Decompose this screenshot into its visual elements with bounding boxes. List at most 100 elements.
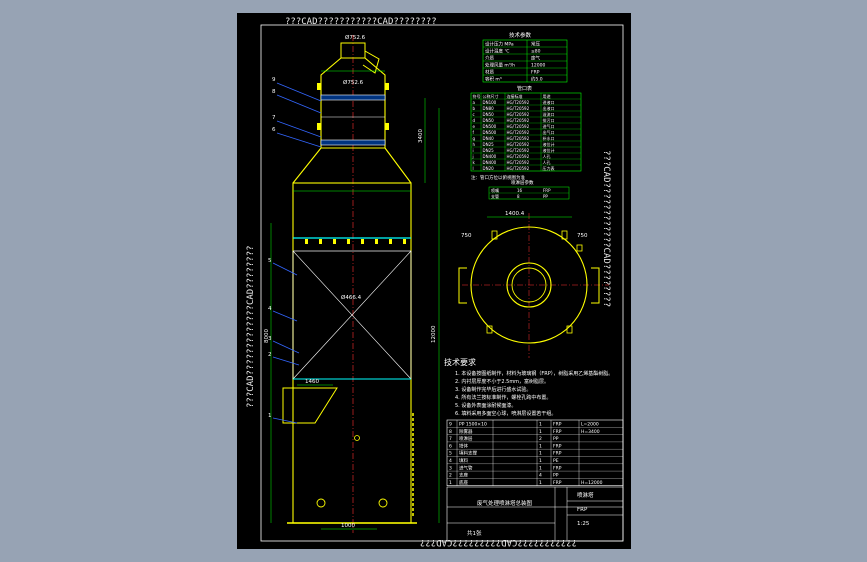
part-label-9: 9 <box>272 77 276 83</box>
nozzle-cell: HG/T20592 <box>507 154 530 159</box>
parts-cell: 2 <box>539 436 542 442</box>
part-label-5: 5 <box>268 258 272 264</box>
spray-cell: FRP <box>543 188 551 193</box>
parts-cell: 2 <box>449 473 452 479</box>
nozzle-cell: HG/T20592 <box>507 112 530 117</box>
tech-param-label: 处理风量 m³/h <box>485 62 515 69</box>
tech-param-value: FRP <box>531 70 540 76</box>
tower-elevation: Ø752.6 Ø752.6 Ø466.4 1460 1000 12000 800… <box>264 34 440 533</box>
title-scale: 1:25 <box>577 521 590 527</box>
nozzle-cell: HG/T20592 <box>507 142 530 147</box>
nozzle-header: 符号 <box>473 93 481 99</box>
parts-cell: 6 <box>449 443 452 449</box>
tech-param-value: 常压 <box>531 41 540 48</box>
dim-upper-diameter: Ø752.6 <box>343 79 364 86</box>
parts-cell: 塔体 <box>459 442 468 449</box>
parts-cell: 4 <box>539 473 542 479</box>
parts-cell: FRP <box>553 465 562 471</box>
nozzle-header: 连接标准 <box>507 93 523 99</box>
nozzle-cell: HG/T20592 <box>507 130 530 135</box>
part-label-3: 3 <box>268 336 272 342</box>
nozzle-cell: a <box>473 100 476 105</box>
nozzle-cell: i <box>473 148 474 153</box>
parts-cell: FRP <box>553 480 562 486</box>
note-line: 1. 本设备按图纸制作，材料为玻璃钢（FRP），树脂采用乙烯基酯树脂。 <box>455 370 613 377</box>
tech-param-label: 设计温度 ℃ <box>485 48 509 55</box>
nozzle-header: 公称尺寸 <box>483 93 499 99</box>
tech-table-title: 技术参数 <box>509 31 532 39</box>
nozzle-cell: DN100 <box>483 100 497 105</box>
nozzle-cell: HG/T20592 <box>507 124 530 129</box>
nozzle-cell: k <box>473 160 476 165</box>
dim-top-diameter: Ø752.6 <box>345 34 366 41</box>
parts-cell: 3 <box>449 465 452 471</box>
nozzle-cell: 排污口 <box>543 117 555 123</box>
nozzle-cell: DN50 <box>483 118 495 123</box>
tech-param-label: 介质 <box>485 55 494 62</box>
nozzle-cell: c <box>473 112 475 117</box>
parts-cell: 喷淋层 <box>459 435 473 442</box>
tech-param-value: 约5.0 <box>531 76 543 83</box>
note-line: 2. 内衬层厚度不小于2.5mm，富树脂层。 <box>455 378 549 385</box>
part-label-4: 4 <box>268 306 272 312</box>
spray-cell: 支管 <box>491 193 499 199</box>
parts-cell: PP 1500×10 <box>459 422 487 428</box>
nozzle-cell: DN25 <box>483 148 495 153</box>
parts-cell: PP <box>553 473 559 479</box>
inner-frame <box>260 24 624 542</box>
note-line: 6. 填料采用多面空心球，喷淋层设置若干组。 <box>455 410 556 417</box>
dim-height-mid: 8000 <box>264 329 270 343</box>
note-line: 3. 设备制作完毕后进行盛水试验。 <box>455 386 531 393</box>
nozzle-cell: 人孔 <box>543 153 551 159</box>
parts-cell: 1 <box>539 443 542 449</box>
part-label-8: 8 <box>272 89 276 95</box>
tech-param-label: 容积 m³ <box>485 76 502 83</box>
nozzle-cell: 液位计 <box>543 147 555 153</box>
nozzle-cell: HG/T20592 <box>507 160 530 165</box>
parts-cell: L=2000 <box>581 422 599 428</box>
parts-cell: 1 <box>539 458 542 464</box>
watermark-right: ???CAD????????????CAD???????? <box>601 150 611 307</box>
dim-height-total: 12000 <box>431 325 437 343</box>
title-drawing-name: 喷淋塔 <box>577 491 594 499</box>
nozzle-cell: HG/T20592 <box>507 148 530 153</box>
spray-cell: 16 <box>517 188 523 193</box>
nozzle-cell: HG/T20592 <box>507 106 530 111</box>
spray-cell: 喷嘴 <box>491 187 499 193</box>
title-material: FRP <box>577 507 588 513</box>
dim-plan-diameter: 1400.4 <box>505 211 525 217</box>
nozzle-header: 用途 <box>543 93 551 99</box>
watermark-top: ???CAD???????????CAD???????? <box>285 17 437 27</box>
parts-cell: 7 <box>449 436 452 442</box>
nozzle-cell: DN400 <box>483 160 497 165</box>
nozzle-cell: j <box>472 154 474 159</box>
parts-cell: 1 <box>449 480 452 486</box>
title-description: 废气处理喷淋塔总装图 <box>477 499 533 507</box>
dim-main-diameter: Ø466.4 <box>341 294 362 301</box>
nozzle-cell: DN400 <box>483 154 497 159</box>
watermark-bottom: ???????????CAD?????????CAD??? <box>420 537 577 547</box>
part-label-6: 6 <box>272 127 276 133</box>
nozzle-cell: 人孔 <box>543 159 551 165</box>
part-label-7: 7 <box>272 115 276 121</box>
note-line: 5. 设备外表面涂耐候面漆。 <box>455 402 516 409</box>
dim-height-upper: 3400 <box>418 129 424 143</box>
drawing-sheet: ???CAD???????????CAD???????? ???????????… <box>237 13 631 549</box>
spray-table-title: 喷淋层参数 <box>511 179 534 186</box>
tower-plan-view: 1400.4 750 750 <box>458 211 609 358</box>
nozzle-cell: DN25 <box>483 142 495 147</box>
parts-cell: H=3400 <box>581 429 600 435</box>
nozzle-cell: 进气口 <box>543 123 555 129</box>
parts-cell: 填料支撑 <box>459 450 477 457</box>
nozzle-cell: DN80 <box>483 106 495 111</box>
parts-cell: 除雾器 <box>459 428 473 435</box>
tech-param-value: ≤80 <box>531 49 541 55</box>
nozzle-cell: DN20 <box>483 166 495 171</box>
nozzle-cell: DN50 <box>483 112 495 117</box>
nozzle-cell: g <box>473 136 476 141</box>
spray-cell: 8 <box>517 194 520 199</box>
note-line: 4. 所有法兰按标准制作，螺栓孔跨中布置。 <box>455 394 551 401</box>
nozzle-cell: 压力表 <box>543 165 555 171</box>
